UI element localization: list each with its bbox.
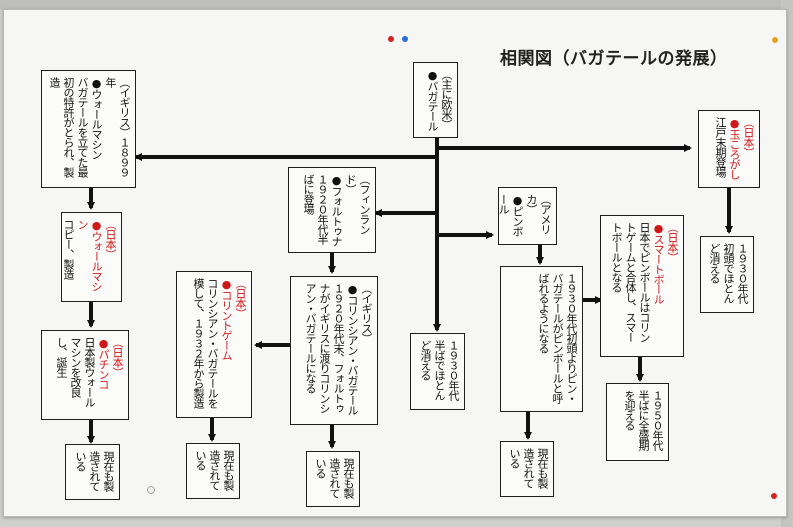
origin-label: （イギリス） <box>360 283 373 343</box>
box-name: ●コリントゲーム <box>220 278 233 360</box>
pin-icon <box>402 36 408 42</box>
box-jp-tamakorogashi-end: １９３０年代初頭でほとんど消える <box>700 236 754 313</box>
box-current-3: 現在も製造されている <box>306 451 360 507</box>
box-name: ●ウォールマシン <box>90 77 103 159</box>
box-uk-corinthian: （イギリス） ●コリンシアン・バガテール １９２０年代末、フォルトゥナがイギリス… <box>290 276 378 425</box>
current-label: 現在も製造されている <box>194 450 235 490</box>
pin-icon <box>771 493 777 499</box>
box-us-pinball-body: １９３０年代初頭よりピン・バガテールがピンボールと呼ばれるようになる <box>500 266 583 412</box>
pin-icon <box>388 36 394 42</box>
box-body: １９２０年代半ばに登場 <box>302 174 329 244</box>
box-body: １９３０年代初頭よりピン・バガテールがピンボールと呼ばれるようになる <box>537 273 578 403</box>
box-name: ●玉ころがし <box>728 117 741 179</box>
box-body: １９５０年代半ばに全盛期を迎える <box>623 390 664 450</box>
box-jp-pachinko: （日本） ●パチンコ 日本製ウォールマシンを改良し、誕生 <box>41 330 129 420</box>
box-current-4: 現在も製造されている <box>500 441 554 497</box>
box-body: 日本でピンボールはコリントゲームと合体し、スマートボールとなる <box>610 222 651 342</box>
box-current-2: 現在も製造されている <box>186 443 240 499</box>
origin-label: （日本） <box>666 222 679 262</box>
wall-frame-top <box>0 0 793 10</box>
origin-label: （日本） <box>234 278 247 318</box>
diagram-title: 相関図（バガテールの発展） <box>500 49 728 69</box>
origin-label: （日本） <box>104 219 117 259</box>
box-body: コリンシアン・バガテールを模して、１９３２年から製造 <box>192 278 219 408</box>
box-current-1: 現在も製造されている <box>65 444 120 500</box>
pin-icon <box>147 486 155 494</box>
box-finland-fortuna: （フィンランド） ●フォルトゥナ １９２０年代半ばに登場 <box>288 167 376 253</box>
box-body: １９３０年代半ばでほとんど消える <box>419 340 460 400</box>
box-name: ●コリンシアン・バガテール <box>346 283 359 415</box>
box-body: 日本製ウォールマシンを改良し、誕生 <box>55 337 96 407</box>
box-name: ●フォルトゥナ <box>330 174 343 246</box>
box-name: ●ウォールマシン <box>76 219 103 291</box>
pin-icon <box>772 37 778 43</box>
box-jp-smartball-end: １９５０年代半ばに全盛期を迎える <box>606 383 669 461</box>
box-body: バガテールを立てた最初の特許がとられ、製造 <box>48 77 89 177</box>
box-jp-tamakorogashi: （日本） ●玉ころがし 江戸末期登場 <box>698 110 760 188</box>
box-uk-wall-machine: （イギリス）１８９９年 ●ウォールマシン バガテールを立てた最初の特許がとられ、… <box>41 70 136 188</box>
current-label: 現在も製造されている <box>508 448 549 488</box>
box-us-pinball: （アメリカ） ●ピンボール <box>498 187 557 245</box>
box-jp-wall-machine: （日本） ●ウォールマシン コピー、製造 <box>61 212 122 302</box>
origin-label: （日本） <box>111 337 124 377</box>
box-name: ●バガテール <box>426 69 439 131</box>
box-body: １９２０年代末、フォルトゥナがイギリスに渡りコリンシアン・バガテールになる <box>304 283 345 413</box>
box-bagatelle: （主に欧米） ●バガテール <box>413 62 458 138</box>
origin-label: （イギリス）１８９９年 <box>104 77 131 177</box>
box-name: ●ピンボール <box>498 194 524 236</box>
current-label: 現在も製造されている <box>314 458 355 498</box>
box-name: ●パチンコ <box>97 337 110 389</box>
current-label: 現在も製造されている <box>74 451 115 491</box>
box-jp-smartball: （日本） ●スマートボール 日本でピンボールはコリントゲームと合体し、スマートボ… <box>600 215 684 357</box>
origin-label: （アメリカ） <box>525 194 552 234</box>
box-body: 江戸末期登場 <box>714 117 727 177</box>
origin-label: （主に欧米） <box>440 69 453 129</box>
origin-label: （フィンランド） <box>344 174 371 234</box>
origin-label: （日本） <box>742 117 755 157</box>
box-jp-corinth-game: （日本） ●コリントゲーム コリンシアン・バガテールを模して、１９３２年から製造 <box>176 271 252 418</box>
box-body: １９３０年代初頭でほとんど消える <box>708 243 749 303</box>
box-name: ●スマートボール <box>652 222 665 304</box>
box-bagatelle-end: １９３０年代半ばでほとんど消える <box>410 333 465 410</box>
box-body: コピー、製造 <box>62 219 75 279</box>
